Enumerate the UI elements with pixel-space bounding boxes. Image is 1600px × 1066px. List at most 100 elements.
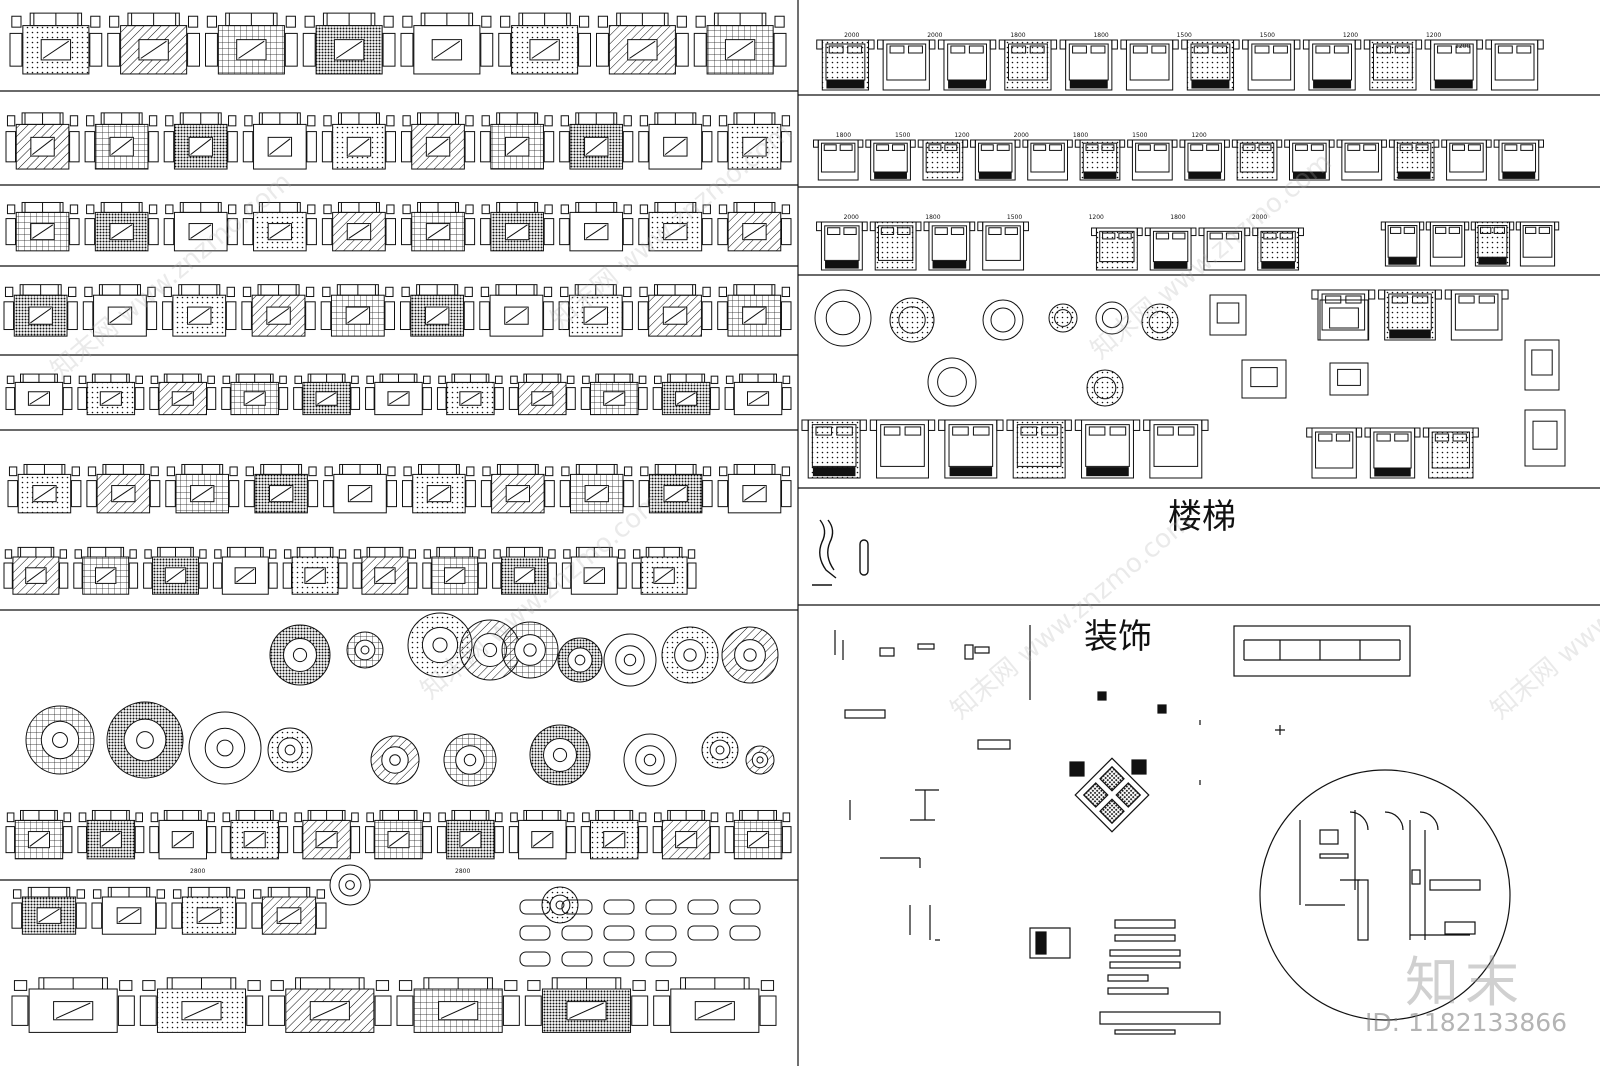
sofa-set-symbol: [165, 463, 240, 514]
stair-handrail-symbols: [812, 519, 869, 586]
sofa-set-symbol: [320, 284, 396, 337]
round-sofa-symbol: [269, 624, 331, 686]
sofa-set-symbol: [205, 12, 298, 75]
bed-dimension-label: 1500: [895, 132, 910, 139]
sofa-set-symbol: [82, 284, 158, 337]
sofa-set-symbol: [149, 809, 217, 860]
bedroom-plan-symbol: [1524, 339, 1560, 391]
sofa-set-symbol: [724, 809, 792, 860]
round-bed-symbol: [927, 357, 977, 407]
bed-symbol: [998, 39, 1058, 91]
bedroom-plan-symbol: [1524, 409, 1566, 467]
circular-detail-callout: [1259, 769, 1511, 1021]
bed-symbol: [1252, 227, 1304, 271]
dimension-label: 2800: [455, 868, 470, 875]
sofa-set-symbol: [212, 546, 278, 595]
bed-dimension-label: 1200: [954, 132, 969, 139]
sofa-set-symbol: [293, 373, 361, 416]
sofa-piece-symbol: [729, 899, 761, 915]
sofa-set-symbol: [580, 373, 648, 416]
sofa-set-symbol: [163, 112, 238, 170]
round-sofa-symbol: [188, 711, 262, 785]
sofa-set-symbol: [524, 977, 649, 1033]
watermark-id: ID: 1182133866: [1365, 1008, 1568, 1037]
bed-symbol: [1091, 227, 1143, 271]
sofa-set-symbol: [436, 373, 504, 416]
sofa-set-symbol: [171, 886, 247, 935]
sofa-set-symbol: [652, 809, 720, 860]
bed-dimension-label: 1800: [1093, 32, 1108, 39]
sofa-set-symbol: [422, 546, 488, 595]
round-bed-symbol: [1086, 369, 1124, 407]
bed-dimension-label: 1800: [1010, 32, 1025, 39]
watermark-logo: 知末: [1405, 951, 1525, 1014]
bed-symbol: [970, 139, 1021, 181]
sofa-set-symbol: [282, 546, 348, 595]
round-sofa-symbol: [603, 633, 657, 687]
sofa-set-symbol: [559, 201, 634, 252]
bed-symbol: [938, 419, 1004, 479]
round-sofa-symbol: [557, 637, 603, 683]
round-sofa-symbol: [701, 731, 739, 769]
bed-symbol: [869, 419, 936, 479]
round-sofa-symbol: [443, 733, 497, 787]
sofa-set-symbol: [321, 201, 397, 252]
sofa-set-symbol: [7, 463, 82, 514]
bed-dimension-label: 1500: [1177, 32, 1192, 39]
bed-dimension-label: 1500: [1007, 214, 1022, 221]
sofa-set-symbol: [3, 546, 69, 595]
round-sofa-symbol: [329, 864, 371, 906]
sofa-set-symbol: [244, 463, 319, 514]
round-sofa-plans: [25, 612, 779, 967]
round-bed-symbol: [982, 299, 1024, 341]
sofa-set-symbol: [77, 373, 145, 416]
round-bed-symbol: [1141, 303, 1179, 341]
round-bed-symbol: [1095, 301, 1129, 335]
bed-symbol: [1336, 139, 1387, 181]
sofa-set-symbol: [242, 201, 317, 252]
sofa-set-symbol: [107, 12, 200, 75]
bed-dimension-label: 1800: [836, 132, 851, 139]
sofa-set-symbol: [91, 886, 167, 935]
bed-symbol: [1143, 419, 1209, 479]
sofa-set-symbol: [242, 112, 317, 170]
sofa-set-symbol: [596, 12, 689, 75]
round-sofa-symbol: [106, 701, 184, 779]
sofa-set-symbol: [508, 373, 576, 416]
bed-symbol: [801, 419, 867, 479]
bed-symbol: [1242, 39, 1301, 91]
sofa-set-symbol: [637, 284, 713, 337]
bed-dimension-label: 1200: [1426, 32, 1441, 39]
sofa-set-symbol: [401, 201, 476, 252]
sofa-piece-symbol: [561, 899, 593, 915]
bed-symbol: [1284, 139, 1335, 181]
sofa-set-symbol: [559, 112, 634, 170]
bed-symbol: [1441, 139, 1492, 181]
bed-symbol: [1306, 427, 1363, 479]
sofa-set-symbol: [5, 112, 80, 170]
bed-symbol: [1059, 39, 1118, 91]
sofa-set-symbol: [717, 201, 792, 252]
bedroom-plan-symbol: [1209, 294, 1247, 336]
sofa-set-symbol: [73, 546, 139, 595]
round-bed-symbol: [1048, 303, 1078, 333]
sofa-set-symbol: [638, 112, 713, 170]
bed-symbol: [1388, 139, 1440, 181]
bed-symbol: [1470, 221, 1515, 267]
sofa-set-plans: [3, 12, 792, 1033]
round-sofa-symbol: [501, 621, 559, 679]
sofa-set-symbol: [436, 809, 504, 860]
bedroom-plan-symbol: [1241, 359, 1287, 399]
sofa-set-symbol: [508, 809, 576, 860]
round-sofa-symbol: [529, 724, 591, 786]
watermark-diagonal: 知末网 www.znzmo.com: [1485, 507, 1600, 726]
sofa-piece-symbol: [519, 951, 551, 967]
bed-symbol: [1424, 39, 1483, 91]
bed-dimension-label: 1800: [1170, 214, 1185, 221]
bed-symbol: [923, 221, 976, 271]
bed-dimension-label: 2000: [844, 32, 859, 39]
sofa-piece-symbol: [561, 951, 593, 967]
section-title-stairs: 楼梯: [1168, 497, 1236, 537]
sofa-piece-symbol: [687, 899, 719, 915]
